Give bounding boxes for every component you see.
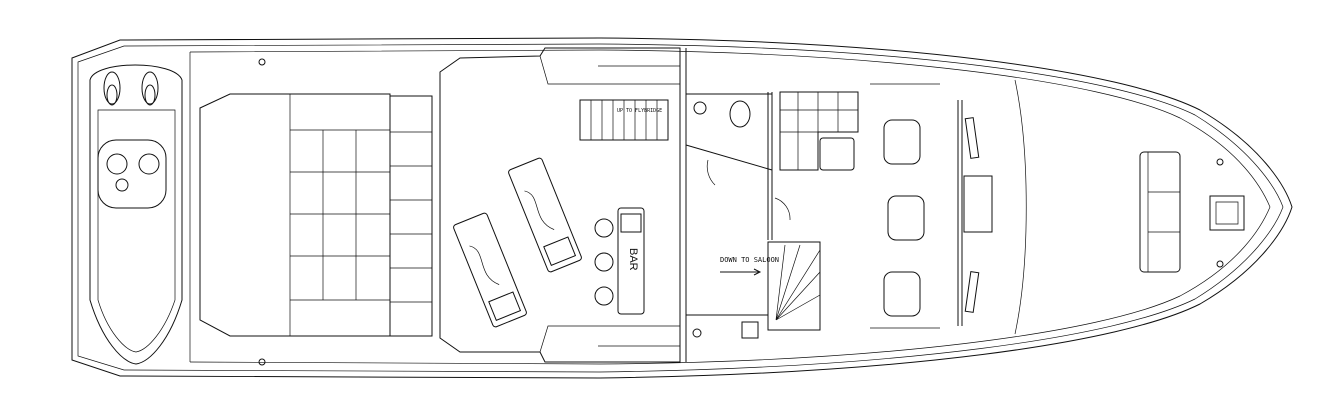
bar-label: BAR <box>627 248 639 271</box>
aft-sunpad <box>200 59 432 365</box>
tender-boat <box>90 65 182 364</box>
cockpit: UP TO FLYBRIDGE BAR <box>440 48 680 362</box>
stairs-up-label: UP TO FLYBRIDGE <box>617 108 662 114</box>
bar-counter <box>618 208 644 314</box>
stairs-down-label: DOWN TO SALOON <box>720 256 779 264</box>
hull-outline <box>72 38 1292 378</box>
interior: DOWN TO SALOON <box>686 48 992 362</box>
stairs-down <box>768 242 820 330</box>
foredeck <box>1140 152 1244 272</box>
